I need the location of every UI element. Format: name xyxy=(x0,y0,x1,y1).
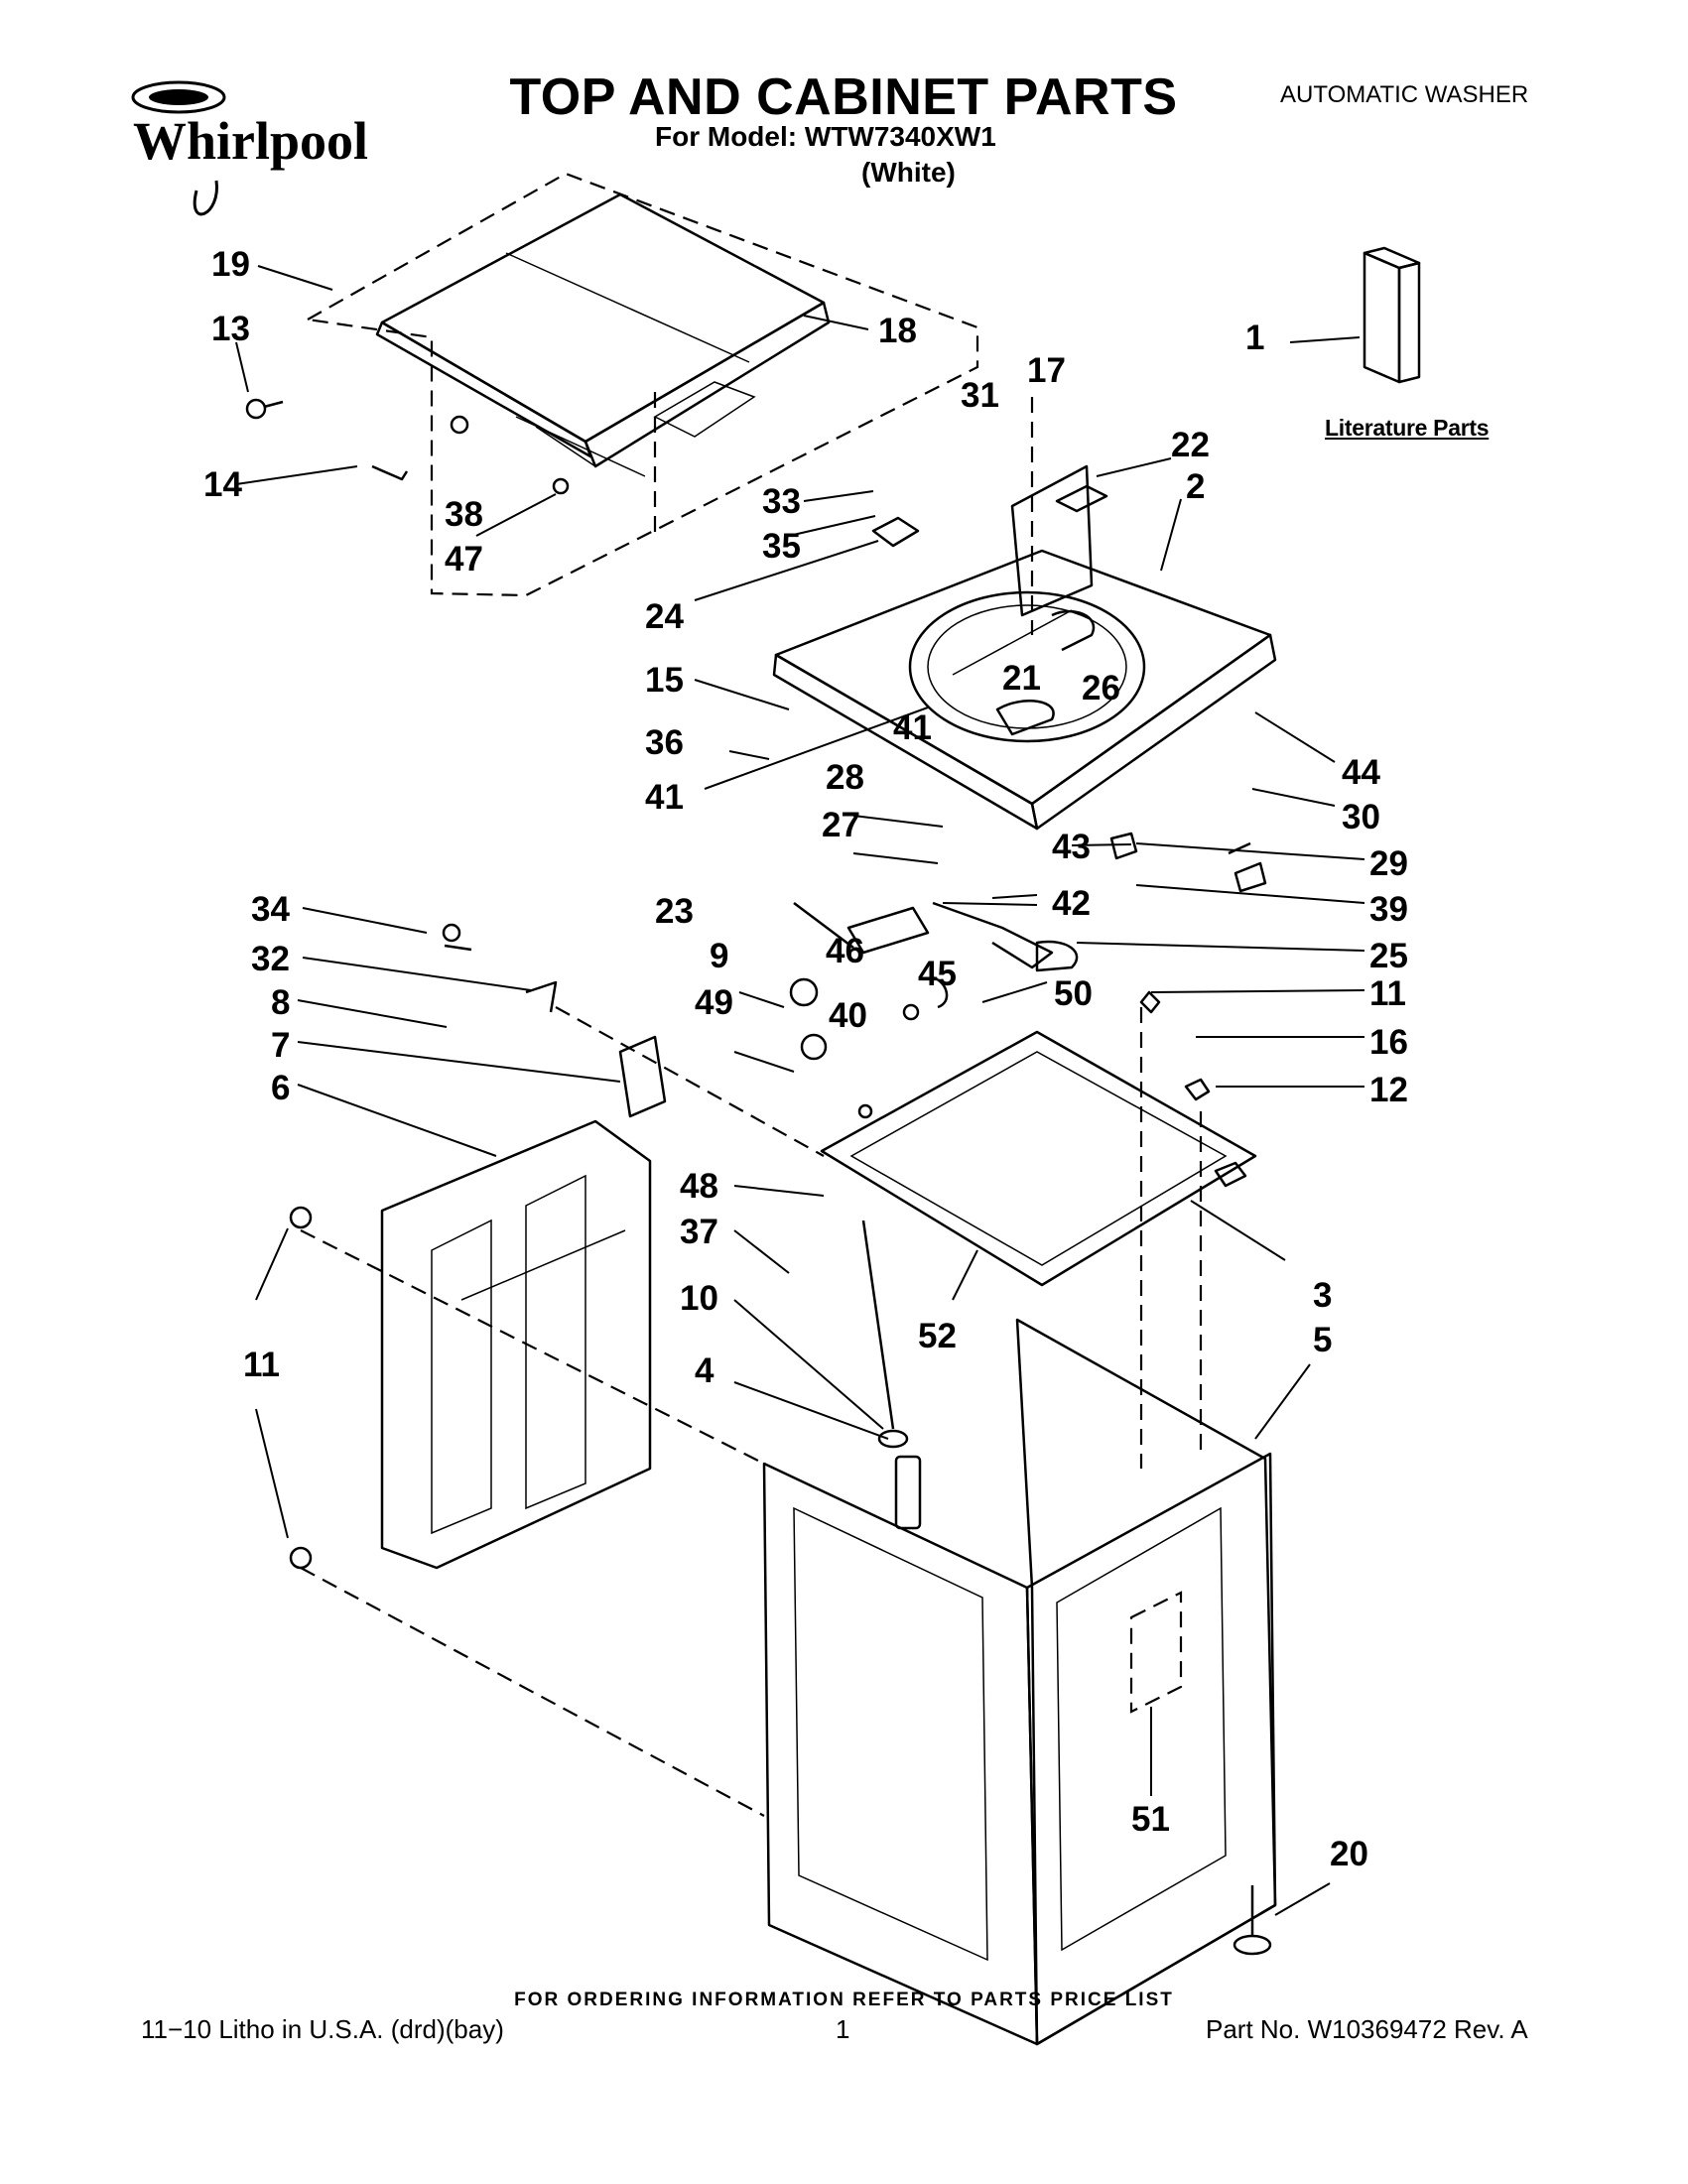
callout-31: 31 xyxy=(961,376,999,415)
callout-43: 43 xyxy=(1052,828,1091,866)
callout-37: 37 xyxy=(680,1213,718,1251)
callout-30: 30 xyxy=(1342,798,1380,836)
callout-4: 4 xyxy=(695,1351,714,1390)
suspension-hardware xyxy=(789,484,1267,1188)
callout-2: 2 xyxy=(1186,467,1205,506)
callout-1: 1 xyxy=(1245,319,1264,357)
callout-12: 12 xyxy=(1369,1071,1408,1109)
callout-49: 49 xyxy=(695,983,733,1022)
page-title: TOP AND CABINET PARTS xyxy=(509,68,1178,126)
callout-50: 50 xyxy=(1054,974,1093,1013)
callout-34: 34 xyxy=(251,890,290,929)
callout-35: 35 xyxy=(762,527,801,566)
callout-41-lower: 41 xyxy=(645,778,684,817)
rear-panel xyxy=(289,923,667,1570)
callout-8: 8 xyxy=(271,983,290,1022)
callout-42: 42 xyxy=(1052,884,1091,923)
callout-22: 22 xyxy=(1171,426,1210,464)
litho-info: 11−10 Litho in U.S.A. (drd)(bay) xyxy=(141,2014,504,2044)
callout-46: 46 xyxy=(826,932,864,970)
model-line: For Model: WTW7340XW1 xyxy=(655,121,996,152)
ordering-info-note: FOR ORDERING INFORMATION REFER TO PARTS … xyxy=(514,1990,1174,2010)
callout-3: 3 xyxy=(1313,1276,1332,1315)
page-number: 1 xyxy=(836,2014,850,2044)
callout-20: 20 xyxy=(1330,1835,1368,1873)
lid-hardware xyxy=(245,398,570,495)
callout-25: 25 xyxy=(1369,937,1408,975)
callout-14: 14 xyxy=(203,465,242,504)
callout-32: 32 xyxy=(251,940,290,978)
callout-17: 17 xyxy=(1027,351,1066,390)
callout-11-left: 11 xyxy=(243,1346,280,1384)
callout-52: 52 xyxy=(918,1317,957,1355)
callout-23: 23 xyxy=(655,892,694,931)
callout-48: 48 xyxy=(680,1167,718,1206)
callout-numbers: 19 13 18 31 17 22 2 14 38 47 33 35 24 15… xyxy=(203,245,1408,1873)
callout-18: 18 xyxy=(878,312,917,350)
callout-11: 11 xyxy=(1369,974,1406,1013)
callout-39: 39 xyxy=(1369,890,1408,929)
callout-27: 27 xyxy=(822,806,860,844)
callout-33: 33 xyxy=(762,482,801,521)
callout-5: 5 xyxy=(1313,1321,1332,1359)
leveling-foot xyxy=(1233,1885,1272,1956)
alignment-lines xyxy=(300,392,1203,1817)
lid-assembly xyxy=(375,193,831,477)
lid-group-outline xyxy=(304,172,979,597)
brand-wordmark: Whirlpool xyxy=(133,111,368,171)
callout-38: 38 xyxy=(445,495,483,534)
callout-28: 28 xyxy=(826,758,864,797)
callout-47: 47 xyxy=(445,540,483,578)
callout-45: 45 xyxy=(918,955,957,993)
callout-24: 24 xyxy=(645,597,684,636)
callout-51: 51 xyxy=(1131,1800,1170,1839)
literature-parts-label: Literature Parts xyxy=(1325,415,1490,441)
support-rod xyxy=(861,1220,922,1530)
callout-26: 26 xyxy=(1082,669,1120,707)
cabinet-top-frame xyxy=(820,1030,1257,1287)
callout-7: 7 xyxy=(271,1026,290,1065)
product-type: AUTOMATIC WASHER xyxy=(1280,81,1529,108)
callout-29: 29 xyxy=(1369,844,1408,883)
callout-19: 19 xyxy=(211,245,250,284)
callout-9: 9 xyxy=(710,937,728,975)
callout-21: 21 xyxy=(1002,659,1041,698)
callout-16: 16 xyxy=(1369,1023,1408,1062)
callout-44: 44 xyxy=(1342,753,1380,792)
part-number: Part No. W10369472 Rev. A xyxy=(1206,2014,1528,2044)
top-panel-assembly xyxy=(772,464,1277,831)
callout-6: 6 xyxy=(271,1069,290,1107)
callout-13: 13 xyxy=(211,310,250,348)
callout-15: 15 xyxy=(645,661,684,700)
color-line: (White) xyxy=(861,157,956,188)
literature-booklet xyxy=(1363,246,1421,384)
callout-36: 36 xyxy=(645,723,684,762)
whirlpool-logo: Whirlpool xyxy=(127,71,395,230)
leader-lines xyxy=(235,265,1365,1916)
callout-40: 40 xyxy=(829,996,867,1035)
callout-41: 41 xyxy=(893,708,932,747)
callout-10: 10 xyxy=(680,1279,718,1318)
washer-cabinet xyxy=(762,1318,1277,2046)
